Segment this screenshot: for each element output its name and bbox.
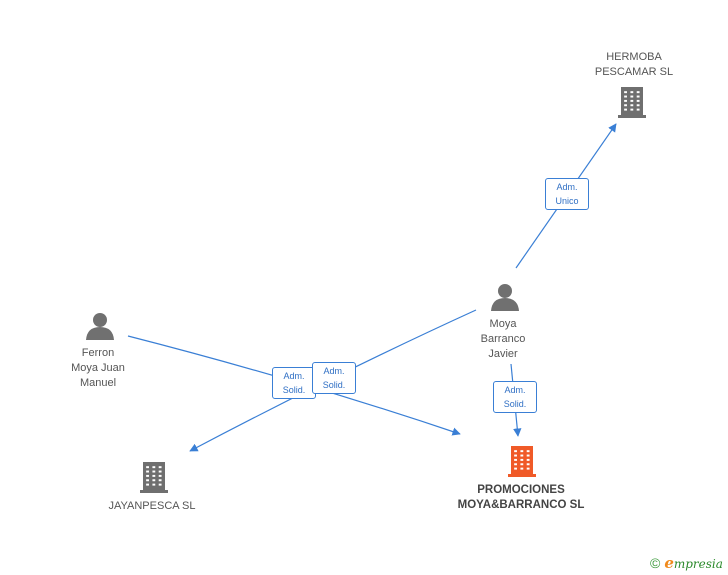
- node-label-line: JAYANPESCA SL: [108, 500, 196, 512]
- relation-label-line: Solid.: [282, 385, 306, 395]
- relation-label-line: Solid.: [322, 380, 346, 390]
- relation-label-moya-promociones[interactable]: Adm. Solid.: [493, 381, 537, 413]
- node-label-hermoba[interactable]: HERMOBA PESCAMAR SL: [574, 50, 694, 80]
- building-icon[interactable]: [508, 446, 536, 477]
- node-label-line: HERMOBA: [606, 51, 662, 63]
- relation-label-line: Adm.: [283, 371, 305, 381]
- node-label-line: PESCAMAR SL: [594, 66, 674, 78]
- relation-label-line: Unico: [555, 196, 579, 206]
- building-icon[interactable]: [140, 462, 168, 493]
- empresia-logo-text: mpresia: [673, 557, 723, 571]
- node-label-line: Moya: [489, 318, 517, 330]
- node-label-line: MOYA&BARRANCO SL: [457, 499, 585, 511]
- node-label-jayanpesca[interactable]: JAYANPESCA SL: [92, 499, 212, 514]
- empresia-logo-mark: e: [664, 554, 674, 572]
- empresia-logo[interactable]: ©empresia: [650, 554, 723, 574]
- relation-label-ferron-promociones[interactable]: Adm. Solid.: [272, 367, 316, 399]
- relation-label-line: Adm.: [556, 182, 578, 192]
- node-label-line: Javier: [488, 348, 518, 360]
- relation-label-line: Adm.: [323, 366, 345, 376]
- person-icon[interactable]: [491, 284, 519, 311]
- node-label-line: PROMOCIONES: [477, 484, 565, 496]
- relation-label-moya-hermoba[interactable]: Adm. Unico: [545, 178, 589, 210]
- node-label-line: Barranco: [480, 333, 526, 345]
- relation-label-line: Adm.: [504, 385, 526, 395]
- relation-label-line: Solid.: [503, 399, 527, 409]
- relation-label-moya-jayanpesca[interactable]: Adm. Solid.: [312, 362, 356, 394]
- node-label-line: Ferron: [81, 347, 115, 359]
- node-label-line: Manuel: [79, 377, 117, 389]
- person-icon[interactable]: [86, 313, 114, 340]
- node-label-promociones[interactable]: PROMOCIONES MOYA&BARRANCO SL: [431, 483, 611, 513]
- building-icon[interactable]: [618, 87, 646, 118]
- node-label-line: Moya Juan: [71, 362, 125, 374]
- copyright-symbol: ©: [650, 555, 661, 571]
